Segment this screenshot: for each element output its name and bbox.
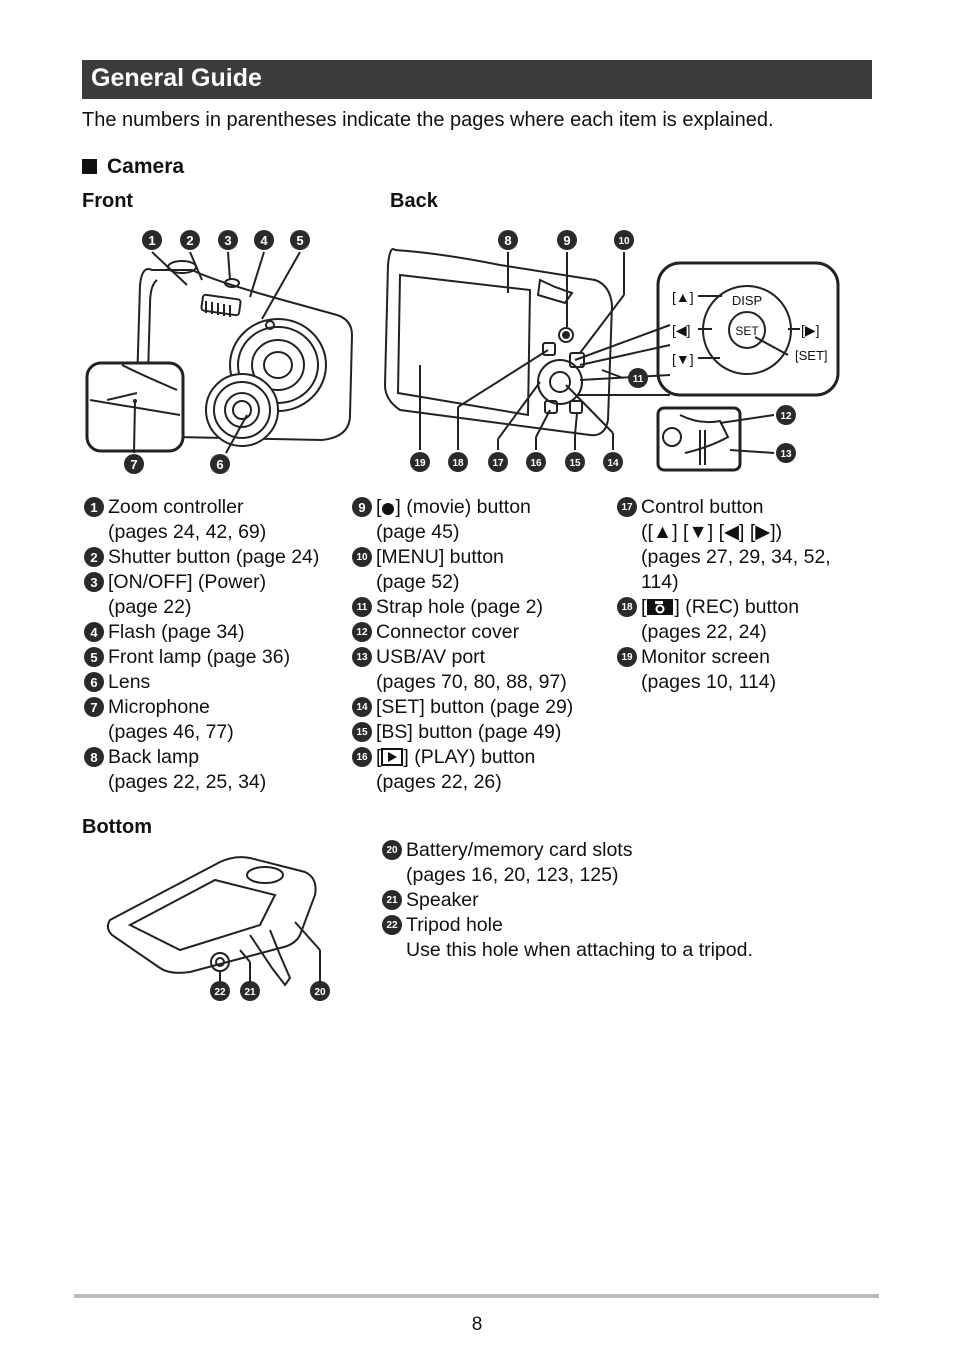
page-number: 8 xyxy=(471,1314,483,1335)
legend-item-18: 18[] (REC) button(pages 22, 24) xyxy=(617,595,799,645)
ctrl-set-label: [SET] xyxy=(795,348,828,363)
legend-item-14: 14[SET] button (page 29) xyxy=(352,695,573,720)
ctrl-down-label: [▼] xyxy=(672,351,694,367)
section-title-bar: General Guide xyxy=(82,60,872,99)
marker-11: 11 xyxy=(633,374,644,385)
marker-20: 20 xyxy=(314,987,326,998)
square-bullet-icon xyxy=(82,159,97,174)
ctrl-left-label: [◀] xyxy=(672,322,691,338)
front-callouts: 1 2 3 4 5 6 7 xyxy=(124,230,310,474)
front-heading: Front xyxy=(82,190,134,212)
legend-item-10: 10[MENU] button(page 52) xyxy=(352,545,504,595)
page-title: General Guide xyxy=(91,64,262,92)
marker-16: 16 xyxy=(530,458,542,469)
camera-icon xyxy=(647,599,674,615)
marker-17: 17 xyxy=(492,458,504,469)
legend-item-9: 9[] (movie) button(page 45) xyxy=(352,495,531,545)
ctrl-right-label: [▶] xyxy=(801,322,820,338)
marker-3: 3 xyxy=(224,233,231,248)
marker-19: 19 xyxy=(414,458,426,469)
marker-2: 2 xyxy=(186,233,193,248)
marker-7: 7 xyxy=(130,457,137,472)
legend-item-3: 3[ON/OFF] (Power)(page 22) xyxy=(84,570,266,620)
footer-divider xyxy=(74,1294,879,1298)
back-heading: Back xyxy=(390,190,438,212)
ctrl-set-center-label: SET xyxy=(735,324,759,338)
marker-4: 4 xyxy=(260,233,268,248)
marker-18: 18 xyxy=(452,458,464,469)
ctrl-disp-label: DISP xyxy=(732,293,762,308)
camera-heading: Camera xyxy=(82,155,184,179)
marker-15: 15 xyxy=(569,458,581,469)
marker-21: 21 xyxy=(244,987,256,998)
camera-front-illustration: 1 2 3 4 5 6 7 xyxy=(85,230,354,474)
marker-5: 5 xyxy=(296,233,303,248)
marker-10: 10 xyxy=(618,236,630,247)
marker-22: 22 xyxy=(214,987,226,998)
play-icon xyxy=(381,748,404,766)
camera-bottom-illustration: 22 21 20 xyxy=(106,856,330,1001)
marker-14: 14 xyxy=(607,458,619,469)
back-callouts: 8 9 10 11 12 13 14 15 16 17 18 19 xyxy=(410,230,796,472)
intro-text: The numbers in parentheses indicate the … xyxy=(82,109,774,131)
ctrl-up-label: [▲] xyxy=(672,289,694,305)
marker-12: 12 xyxy=(780,411,792,422)
marker-9: 9 xyxy=(563,233,570,248)
legend-item-15: 15[BS] button (page 49) xyxy=(352,720,561,745)
movie-dot-icon xyxy=(382,503,395,515)
marker-13: 13 xyxy=(780,449,792,460)
camera-back-illustration: [▲] [◀] [▼] [▶] [SET] DISP SET 8 9 10 11… xyxy=(383,230,840,472)
marker-6: 6 xyxy=(216,457,223,472)
legend-item-16: 16[] (PLAY) button(pages 22, 26) xyxy=(352,745,535,795)
bottom-heading: Bottom xyxy=(82,816,152,838)
marker-8: 8 xyxy=(504,233,511,248)
marker-1: 1 xyxy=(148,233,155,248)
